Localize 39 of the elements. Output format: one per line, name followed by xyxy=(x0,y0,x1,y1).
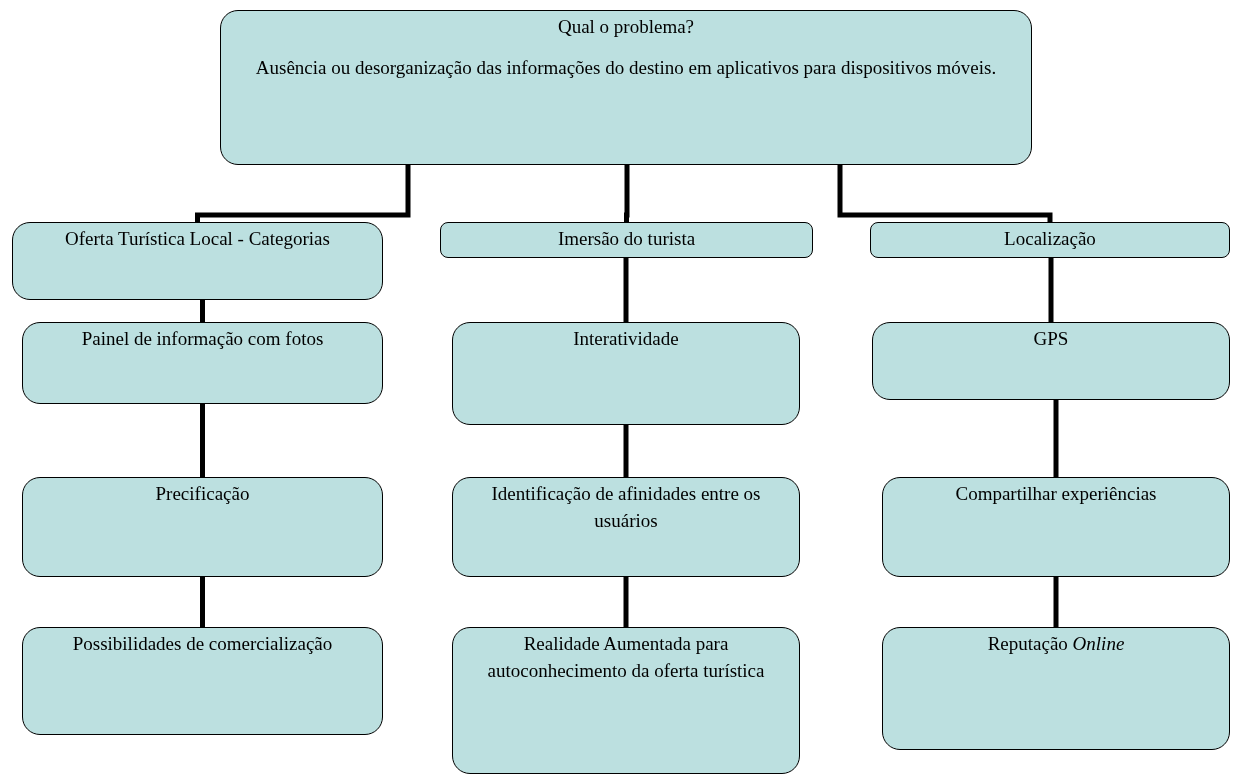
connector-line xyxy=(200,577,205,627)
connector-line xyxy=(200,404,205,477)
connector-line xyxy=(623,258,629,322)
process-box xyxy=(22,322,383,404)
box-text: Imersão do turista xyxy=(556,227,697,251)
process-box xyxy=(12,222,383,300)
process-box xyxy=(882,477,1230,577)
box-text: Painel de informação com fotos xyxy=(80,327,325,351)
box-heading: Qual o problema? xyxy=(556,15,696,39)
process-box xyxy=(870,222,1230,258)
box-text: Reputação Online xyxy=(986,632,1126,656)
box-text: Oferta Turística Local - Categorias xyxy=(64,227,331,251)
process-box xyxy=(872,322,1230,400)
process-box xyxy=(882,627,1230,750)
box-text: Possibilidades de comercialização xyxy=(71,632,334,656)
box-text: GPS xyxy=(1032,327,1070,351)
box-text: Interatividade xyxy=(572,327,680,351)
process-box xyxy=(22,627,383,735)
box-text: Realidade Aumentada para autoconhecimento da oferta turística xyxy=(486,632,766,683)
connector-line xyxy=(624,165,630,222)
process-box xyxy=(452,627,800,774)
connector-line xyxy=(200,300,205,322)
connector-line xyxy=(195,165,411,222)
connector-line xyxy=(837,165,1053,222)
connector-line xyxy=(1048,258,1054,322)
process-box xyxy=(452,322,800,425)
connector-line xyxy=(1053,577,1059,627)
process-box xyxy=(452,477,800,577)
box-text: Ausência ou desorganização das informações do destino em aplicativos para dispositivos móveis. xyxy=(254,55,998,80)
connector-line xyxy=(1053,400,1059,477)
process-box xyxy=(22,477,383,577)
process-box xyxy=(220,10,1032,165)
connector-line xyxy=(623,577,629,627)
box-text: Localização xyxy=(1003,227,1097,251)
process-box xyxy=(440,222,813,258)
box-text: Identificação de afinidades entre os usuários xyxy=(490,482,762,533)
box-text: Precificação xyxy=(154,482,251,506)
connector-line xyxy=(623,425,629,477)
box-text: Compartilhar experiências xyxy=(954,482,1158,506)
